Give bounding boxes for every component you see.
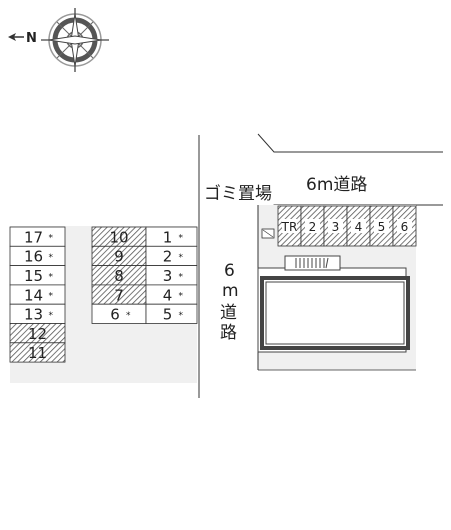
parking-space: 7: [91, 284, 147, 305]
parking-space-number: 4: [163, 286, 173, 304]
compass-north-letter: N: [26, 31, 37, 46]
parking-space-number: 8: [114, 267, 124, 285]
parking-space-mark: *: [49, 234, 54, 244]
parking-space-number: 5: [378, 220, 386, 234]
parking-space-number: 2: [163, 248, 173, 266]
road-west-char: 路: [220, 323, 237, 343]
parking-space: 3: [323, 205, 348, 247]
parking-space-number: 9: [114, 248, 124, 266]
parking-space-number: 17: [24, 228, 43, 246]
parking-space: 10: [91, 226, 147, 247]
parking-space: 14 *: [9, 284, 66, 305]
parking-space-mark: *: [49, 272, 54, 282]
parking-space-number: 12: [28, 325, 47, 343]
parking-space: 2: [300, 205, 325, 247]
road-west-label: 6 m 道 路: [220, 261, 239, 343]
parking-space: 11: [9, 342, 66, 363]
parking-space: 4: [346, 205, 371, 247]
parking-space-number: 3: [163, 267, 173, 285]
parking-spaces-right: TR 2 3 4 5 6: [277, 205, 417, 247]
parking-space-mark: *: [179, 292, 184, 302]
parking-space-number: 2: [309, 220, 317, 234]
parking-space: 16 *: [9, 245, 66, 267]
parking-space-mark: *: [179, 234, 184, 244]
parking-space: 5: [369, 205, 394, 247]
parking-space-mark: *: [49, 253, 54, 263]
parking-space: 6*: [91, 303, 147, 324]
parking-space-mark: *: [49, 292, 54, 302]
parking-space-number: 1: [163, 228, 173, 246]
parking-space: 13 *: [9, 303, 66, 324]
parking-space: 4*: [145, 284, 198, 305]
parking-space-mark: *: [126, 311, 131, 321]
parking-space: 5*: [145, 303, 198, 324]
road-west-char: 道: [220, 303, 237, 323]
parking-space-mark: *: [49, 311, 54, 321]
building: [257, 267, 410, 353]
parking-space-mark: *: [179, 253, 184, 263]
parking-space: 1*: [145, 226, 198, 247]
parking-space-number: 6: [401, 220, 409, 234]
parking-space-number: 15: [24, 267, 43, 285]
road-west-char: 6: [224, 261, 235, 281]
parking-space-number: 11: [28, 344, 47, 362]
parking-space-number: 16: [24, 248, 43, 266]
parking-space: 12: [9, 323, 66, 344]
parking-space-number: 7: [114, 286, 124, 304]
parking-space: TR: [277, 205, 302, 247]
parking-space-mark: *: [179, 311, 184, 321]
parking-space-number: 4: [355, 220, 363, 234]
parking-space: 2*: [145, 245, 198, 267]
parking-space-number: 5: [163, 306, 173, 324]
parking-space: 17 *: [9, 226, 66, 247]
parking-space: 3*: [145, 265, 198, 286]
road-north-label: 6m道路: [306, 175, 367, 195]
garbage-area-label: ゴミ置場: [204, 183, 272, 204]
parking-space: 8: [91, 265, 147, 286]
parking-space: 6: [392, 205, 417, 247]
stairs: [284, 255, 341, 271]
parking-space-number: 3: [332, 220, 340, 234]
parking-space-number: 13: [24, 306, 43, 324]
road-west-char: m: [222, 281, 239, 301]
compass-rose-icon: N: [8, 8, 109, 72]
parking-space: 9: [91, 245, 147, 267]
parking-space-number: 10: [109, 228, 128, 246]
parking-space: 15 *: [9, 265, 66, 286]
parking-space-number: 14: [24, 286, 43, 304]
parking-space-mark: *: [179, 272, 184, 282]
parking-space-number: TR: [281, 220, 298, 234]
parking-space-number: 6: [110, 306, 120, 324]
